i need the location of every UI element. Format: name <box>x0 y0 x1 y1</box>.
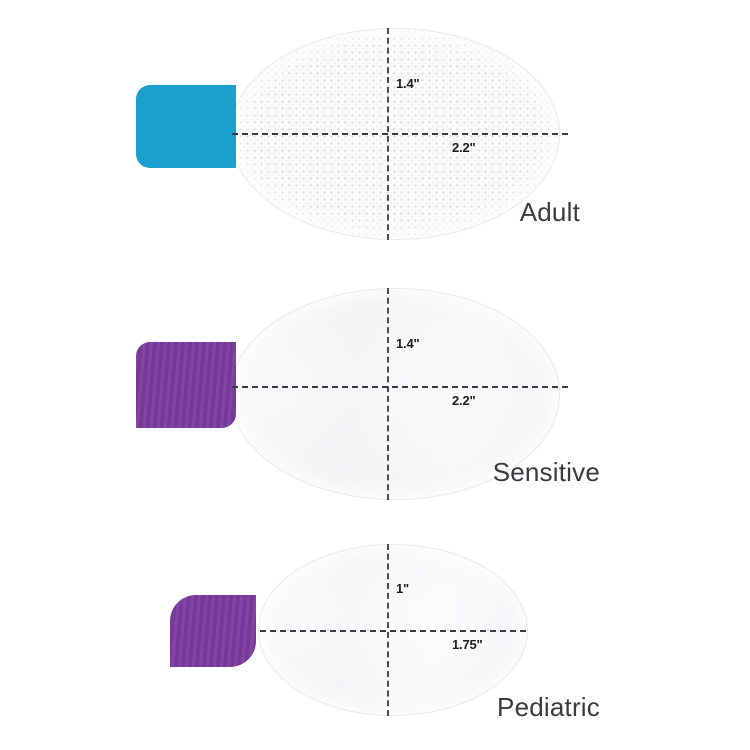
dimension-label-width-pediatric: 1.75" <box>452 637 483 652</box>
tab-fabric-texture-pediatric <box>170 595 256 667</box>
pad-connector-tab-adult <box>136 85 236 168</box>
pad-group-sensitive: 1.4" 2.2" Sensitive <box>0 260 750 520</box>
pad-label-adult: Adult <box>519 197 580 227</box>
dimension-label-height-pediatric: 1" <box>396 581 409 596</box>
pad-group-pediatric: 1" 1.75" Pediatric <box>0 520 750 750</box>
dimension-label-width-sensitive: 2.2" <box>452 393 476 408</box>
pad-oval-sensitive <box>230 288 560 500</box>
dimension-line-horizontal-adult <box>232 133 568 135</box>
dimension-label-width-adult: 2.2" <box>452 140 476 155</box>
tab-fill-adult <box>136 85 236 168</box>
dimension-line-horizontal-pediatric <box>260 630 526 632</box>
dimension-label-height-adult: 1.4" <box>396 76 420 91</box>
tab-fill-sensitive <box>136 342 236 428</box>
dimension-line-horizontal-sensitive <box>232 386 568 388</box>
dimension-label-height-sensitive: 1.4" <box>396 336 420 351</box>
tab-fill-pediatric <box>170 595 256 667</box>
pad-group-adult: 1.4" 2.2" Adult <box>0 0 750 260</box>
tab-fabric-texture-sensitive <box>136 342 236 428</box>
pad-label-sensitive: Sensitive <box>492 457 600 487</box>
pad-connector-tab-pediatric <box>170 595 256 667</box>
pad-label-pediatric: Pediatric <box>497 692 600 722</box>
dimension-line-vertical-sensitive <box>387 288 389 500</box>
pad-connector-tab-sensitive <box>136 342 236 428</box>
